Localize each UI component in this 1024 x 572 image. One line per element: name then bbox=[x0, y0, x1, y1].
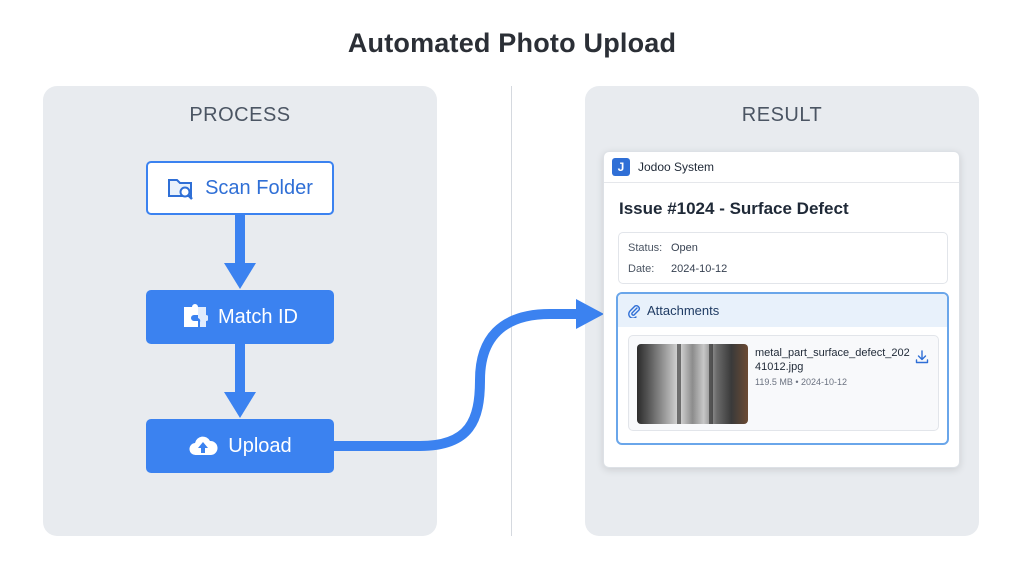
arrow-1-head bbox=[224, 263, 256, 289]
arrow-2-shaft bbox=[235, 344, 245, 394]
file-meta: 119.5 MB • 2024-10-12 bbox=[755, 377, 848, 387]
file-name[interactable]: metal_part_surface_defect_20241012.jpg bbox=[755, 347, 910, 373]
system-name: Jodoo System bbox=[638, 160, 715, 174]
issue-info: Status: Open Date: 2024-10-12 bbox=[618, 232, 948, 284]
system-logo: J bbox=[612, 158, 630, 176]
file-thumbnail[interactable] bbox=[637, 344, 748, 424]
attachments-label: Attachments bbox=[647, 303, 720, 318]
arrow-2-head bbox=[224, 392, 256, 418]
step-scan-folder: Scan Folder bbox=[146, 161, 334, 215]
folder-search-icon bbox=[168, 179, 193, 200]
attachment-file[interactable]: metal_part_surface_defect_20241012.jpg 1… bbox=[628, 335, 939, 431]
panel-divider bbox=[511, 86, 512, 536]
result-connector-curve bbox=[334, 309, 580, 451]
step-label: Scan Folder bbox=[205, 176, 313, 199]
process-heading: PROCESS bbox=[189, 104, 291, 126]
download-icon[interactable] bbox=[915, 350, 929, 364]
cloud-upload-icon bbox=[189, 436, 218, 456]
status-row: Status: Open bbox=[628, 242, 698, 254]
attachments-header: Attachments bbox=[618, 294, 947, 327]
step-label: Upload bbox=[228, 434, 292, 457]
attachments-section: Attachments metal_part_surface_defect_20… bbox=[616, 292, 949, 445]
arrow-1-shaft bbox=[235, 215, 245, 265]
date-row: Date: 2024-10-12 bbox=[628, 263, 727, 275]
issue-title: Issue #1024 - Surface Defect bbox=[619, 199, 849, 218]
step-match-id: Match ID bbox=[146, 290, 334, 344]
step-label: Match ID bbox=[217, 305, 299, 328]
card-header: J Jodoo System bbox=[604, 152, 959, 183]
status-value: Open bbox=[671, 242, 698, 254]
result-connector-head bbox=[576, 299, 604, 329]
puzzle-icon bbox=[183, 304, 208, 327]
date-label: Date: bbox=[628, 263, 655, 275]
diagram-title: Automated Photo Upload bbox=[347, 28, 677, 58]
step-upload: Upload bbox=[146, 419, 334, 473]
issue-card: J Jodoo System Issue #1024 - Surface Def… bbox=[603, 151, 960, 468]
date-value: 2024-10-12 bbox=[671, 263, 728, 275]
paperclip-icon bbox=[628, 304, 640, 318]
status-label: Status: bbox=[628, 242, 663, 254]
result-heading: RESULT bbox=[741, 104, 823, 126]
